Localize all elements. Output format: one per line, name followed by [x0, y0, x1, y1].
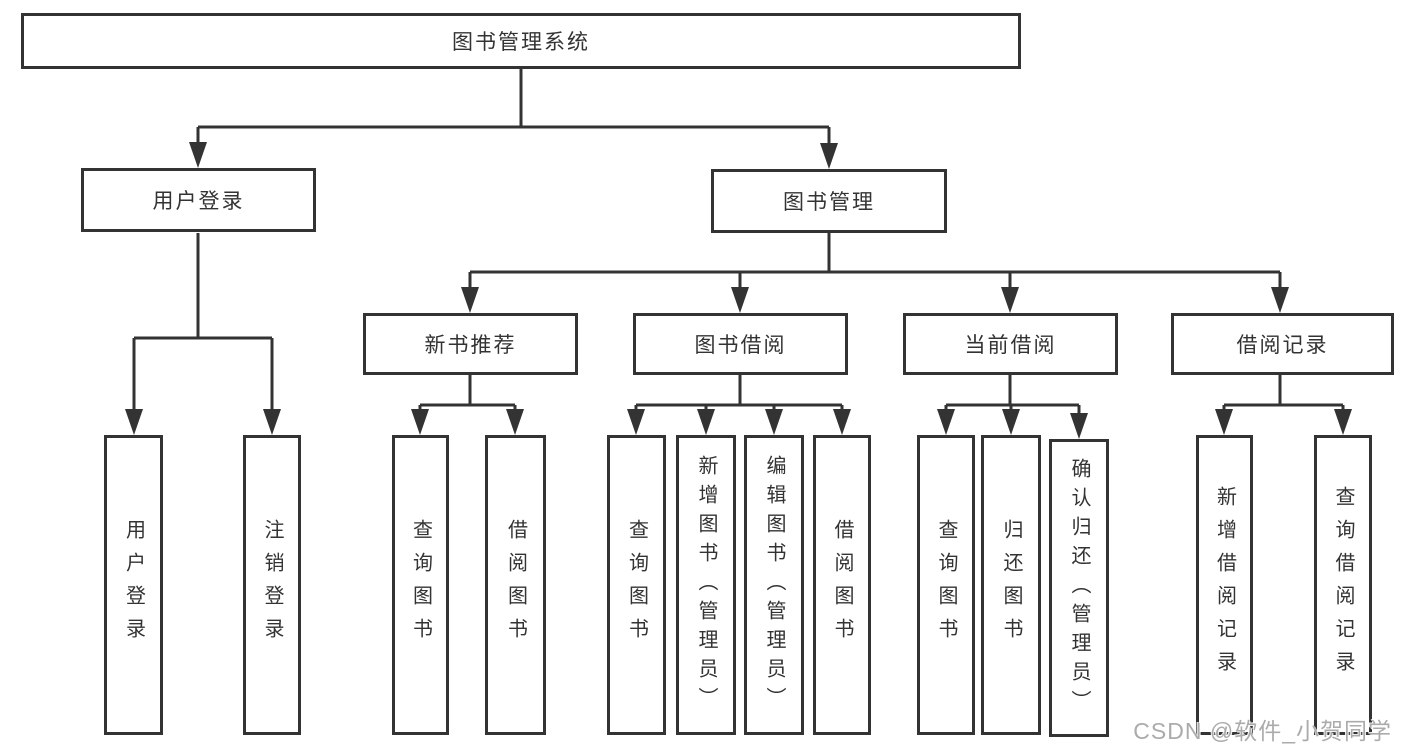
leaf-query-books-current-label: 查询图书	[935, 519, 957, 651]
node-book-borrow-label: 图书借阅	[694, 334, 787, 357]
leaf-return-books: 归还图书	[981, 435, 1041, 735]
leaf-user-login: 用户登录	[104, 435, 163, 735]
connector-newbook-to-leaves	[411, 375, 524, 435]
connector-bookborrow-to-leaves	[627, 375, 851, 435]
leaf-borrow-books-recommend: 借阅图书	[485, 435, 546, 735]
connector-currentborrow-to-leaves	[937, 375, 1088, 439]
leaf-confirm-return-admin: 确认归还（管理员）	[1049, 439, 1109, 737]
node-book-management-label: 图书管理	[783, 191, 875, 214]
connector-bookmgmt-to-level3	[461, 233, 1289, 313]
node-user-login-label: 用户登录	[152, 190, 245, 213]
node-root-system: 图书管理系统	[21, 13, 1021, 69]
leaf-query-borrow-record: 查询借阅记录	[1314, 435, 1372, 735]
leaf-logout-label: 注销登录	[261, 519, 283, 651]
leaf-return-books-label: 归还图书	[1000, 519, 1022, 651]
leaf-add-book-admin-label: 新增图书（管理员）	[695, 454, 717, 716]
leaf-user-login-label: 用户登录	[122, 519, 145, 651]
connector-userlogin-to-leaves	[125, 233, 281, 435]
csdn-watermark: CSDN @软件_小贺同学	[1133, 718, 1392, 744]
leaf-logout: 注销登录	[243, 435, 301, 735]
leaf-borrow-books-label: 借阅图书	[831, 519, 853, 651]
leaf-add-book-admin: 新增图书（管理员）	[676, 435, 736, 735]
node-current-borrow-label: 当前借阅	[964, 334, 1057, 357]
leaf-add-borrow-record-label: 新增借阅记录	[1213, 486, 1236, 684]
node-root-label: 图书管理系统	[452, 31, 590, 54]
leaf-edit-book-admin-label: 编辑图书（管理员）	[763, 454, 785, 716]
leaf-query-books-recommend-label: 查询图书	[409, 519, 432, 651]
node-book-borrow: 图书借阅	[633, 313, 848, 375]
leaf-borrow-books: 借阅图书	[813, 435, 871, 735]
leaf-query-borrow-record-label: 查询借阅记录	[1332, 486, 1354, 684]
leaf-edit-book-admin: 编辑图书（管理员）	[744, 435, 804, 735]
leaf-query-books-borrow: 查询图书	[607, 435, 666, 735]
leaf-add-borrow-record: 新增借阅记录	[1196, 435, 1253, 735]
leaf-query-books-current: 查询图书	[917, 435, 975, 735]
node-borrow-records-label: 借阅记录	[1236, 334, 1329, 357]
node-new-book-recommend-label: 新书推荐	[424, 334, 517, 357]
connector-borrowrecords-to-leaves	[1215, 375, 1352, 435]
node-book-management: 图书管理	[711, 169, 947, 233]
node-current-borrow: 当前借阅	[903, 313, 1118, 375]
node-user-login: 用户登录	[81, 168, 316, 232]
node-borrow-records: 借阅记录	[1171, 313, 1394, 375]
leaf-query-books-recommend: 查询图书	[392, 435, 449, 735]
leaf-borrow-books-recommend-label: 借阅图书	[504, 519, 527, 651]
connector-root-to-level2	[189, 69, 838, 169]
node-new-book-recommend: 新书推荐	[363, 313, 578, 375]
leaf-confirm-return-admin-label: 确认归还（管理员）	[1068, 457, 1090, 719]
leaf-query-books-borrow-label: 查询图书	[625, 519, 648, 651]
